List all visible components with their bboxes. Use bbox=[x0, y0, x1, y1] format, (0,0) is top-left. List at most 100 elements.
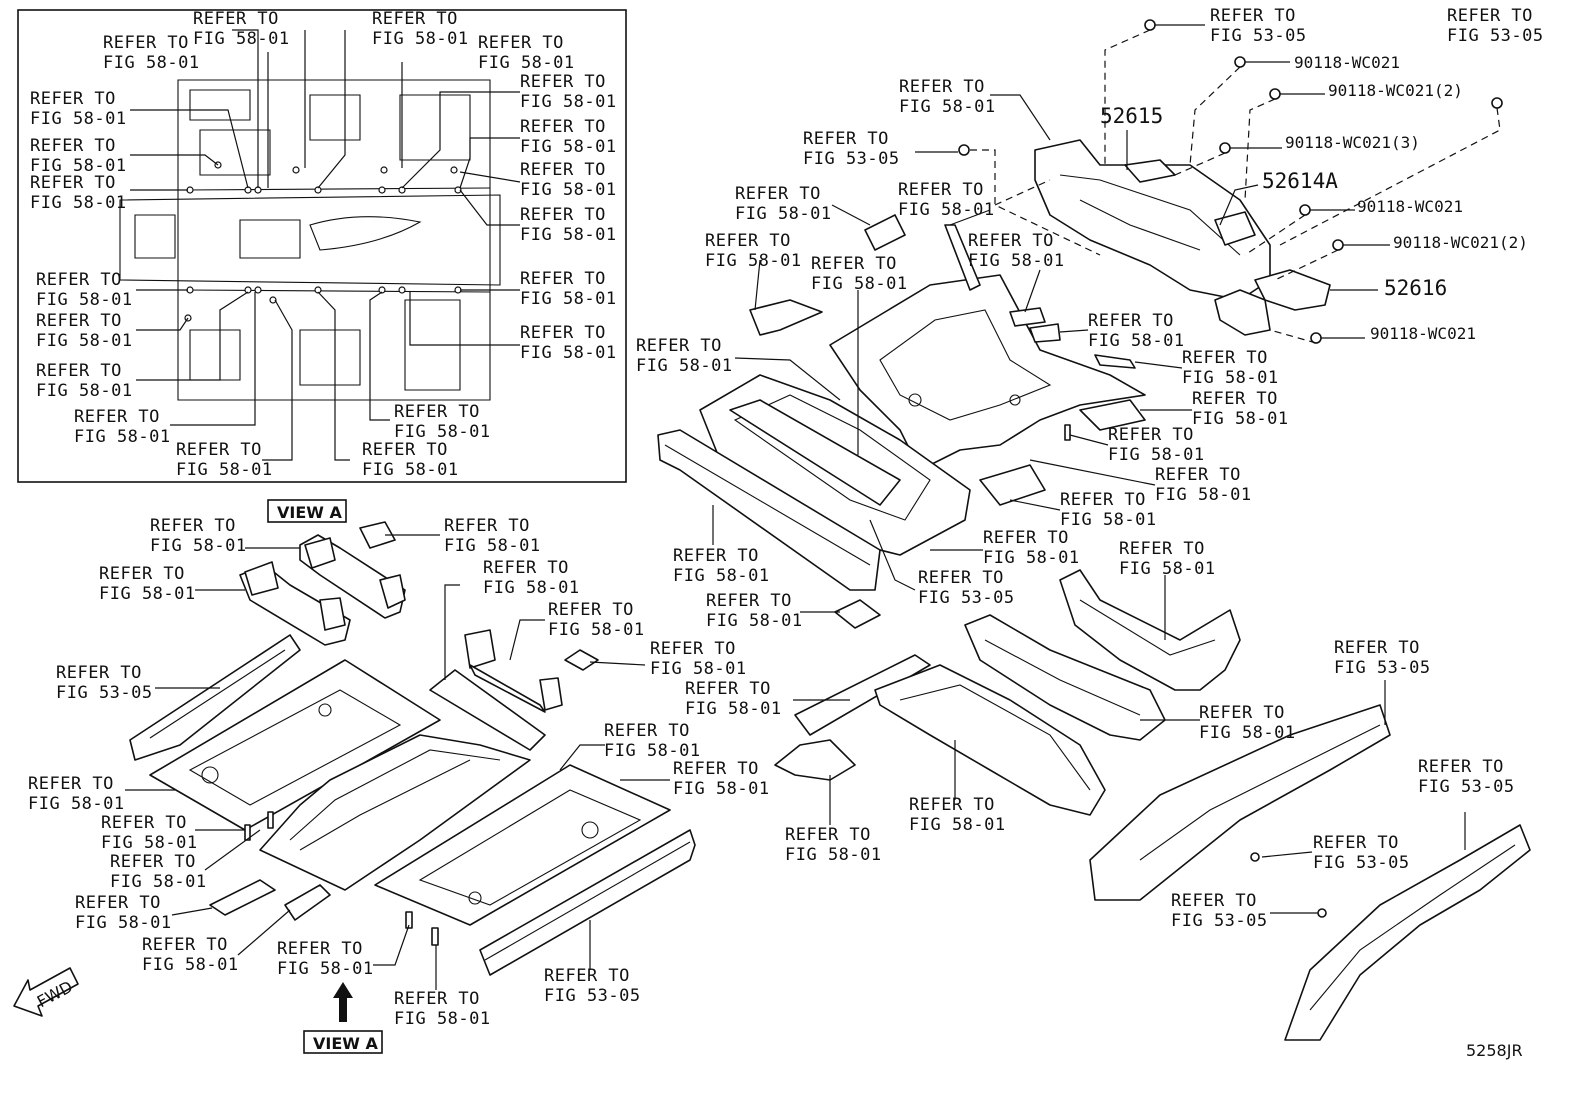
svg-text:REFER TO: REFER TO bbox=[1060, 490, 1146, 510]
svg-text:FIG 58-01: FIG 58-01 bbox=[520, 343, 617, 363]
inset-points bbox=[184, 161, 462, 322]
svg-text:REFER TO: REFER TO bbox=[176, 440, 262, 460]
svg-text:FIG 58-01: FIG 58-01 bbox=[36, 290, 133, 310]
svg-text:FIG 58-01: FIG 58-01 bbox=[110, 872, 207, 892]
svg-text:FIG 58-01: FIG 58-01 bbox=[1088, 331, 1185, 351]
bolt-part-number: 90118-WC021(2) bbox=[1328, 81, 1463, 100]
svg-text:REFER TO: REFER TO bbox=[604, 721, 690, 741]
svg-text:FIG 58-01: FIG 58-01 bbox=[673, 566, 770, 586]
svg-text:FIG 53-05: FIG 53-05 bbox=[1447, 26, 1544, 46]
view-a-top-tag: VIEW A bbox=[267, 499, 347, 523]
svg-text:FIG 58-01: FIG 58-01 bbox=[785, 845, 882, 865]
svg-text:REFER TO: REFER TO bbox=[142, 935, 228, 955]
svg-text:REFER TO: REFER TO bbox=[36, 270, 122, 290]
svg-text:REFER TO: REFER TO bbox=[520, 269, 606, 289]
svg-text:REFER TO: REFER TO bbox=[478, 33, 564, 53]
svg-text:REFER TO: REFER TO bbox=[1418, 757, 1504, 777]
svg-text:REFER TO: REFER TO bbox=[1182, 348, 1268, 368]
svg-text:REFER TO: REFER TO bbox=[30, 136, 116, 156]
svg-text:REFER TO: REFER TO bbox=[30, 173, 116, 193]
svg-text:FIG 58-01: FIG 58-01 bbox=[685, 699, 782, 719]
svg-text:REFER TO: REFER TO bbox=[103, 33, 189, 53]
svg-text:REFER TO: REFER TO bbox=[548, 600, 634, 620]
svg-text:REFER TO: REFER TO bbox=[394, 989, 480, 1009]
svg-text:REFER TO: REFER TO bbox=[30, 89, 116, 109]
svg-text:FIG 58-01: FIG 58-01 bbox=[968, 251, 1065, 271]
svg-text:REFER TO: REFER TO bbox=[968, 231, 1054, 251]
svg-text:REFER TO: REFER TO bbox=[483, 558, 569, 578]
svg-text:FIG 58-01: FIG 58-01 bbox=[811, 274, 908, 294]
svg-text:REFER TO: REFER TO bbox=[520, 205, 606, 225]
svg-text:REFER TO: REFER TO bbox=[735, 184, 821, 204]
svg-text:FIG 58-01: FIG 58-01 bbox=[898, 200, 995, 220]
svg-text:VIEW A: VIEW A bbox=[313, 1034, 378, 1053]
svg-text:FIG 58-01: FIG 58-01 bbox=[1199, 723, 1296, 743]
rear-frame-parts bbox=[958, 19, 1503, 344]
svg-text:FIG 58-01: FIG 58-01 bbox=[1119, 559, 1216, 579]
center-floor-parts bbox=[657, 214, 1146, 629]
svg-text:REFER TO: REFER TO bbox=[544, 966, 630, 986]
svg-text:VIEW A: VIEW A bbox=[277, 503, 342, 522]
svg-text:FIG 58-01: FIG 58-01 bbox=[142, 955, 239, 975]
svg-text:FIG 58-01: FIG 58-01 bbox=[478, 53, 575, 73]
svg-text:FIG 58-01: FIG 58-01 bbox=[548, 620, 645, 640]
svg-text:REFER TO: REFER TO bbox=[811, 254, 897, 274]
svg-text:FIG 58-01: FIG 58-01 bbox=[30, 109, 127, 129]
svg-text:FIG 58-01: FIG 58-01 bbox=[28, 794, 125, 814]
svg-text:REFER TO: REFER TO bbox=[673, 546, 759, 566]
svg-text:REFER TO: REFER TO bbox=[803, 129, 889, 149]
lower-left-parts bbox=[129, 521, 696, 976]
svg-text:FIG 58-01: FIG 58-01 bbox=[362, 460, 459, 480]
fwd-arrow-icon: FWD bbox=[13, 967, 79, 1017]
svg-text:REFER TO: REFER TO bbox=[1155, 465, 1241, 485]
svg-text:FIG 58-01: FIG 58-01 bbox=[909, 815, 1006, 835]
svg-text:FIG 58-01: FIG 58-01 bbox=[705, 251, 802, 271]
svg-text:REFER TO: REFER TO bbox=[75, 893, 161, 913]
svg-text:FIG 58-01: FIG 58-01 bbox=[706, 611, 803, 631]
svg-text:FIG 58-01: FIG 58-01 bbox=[520, 289, 617, 309]
svg-text:FIG 58-01: FIG 58-01 bbox=[75, 913, 172, 933]
svg-text:REFER TO: REFER TO bbox=[28, 774, 114, 794]
svg-text:FIG 58-01: FIG 58-01 bbox=[673, 779, 770, 799]
svg-text:REFER TO: REFER TO bbox=[444, 516, 530, 536]
svg-text:REFER TO: REFER TO bbox=[673, 759, 759, 779]
svg-text:FIG 53-05: FIG 53-05 bbox=[1210, 26, 1307, 46]
svg-text:REFER TO: REFER TO bbox=[101, 813, 187, 833]
svg-text:FIG 58-01: FIG 58-01 bbox=[394, 1009, 491, 1029]
svg-text:REFER TO: REFER TO bbox=[520, 160, 606, 180]
svg-text:REFER TO: REFER TO bbox=[1171, 891, 1257, 911]
part-number-52615: 52615 bbox=[1100, 104, 1163, 128]
center-leaders bbox=[712, 94, 1192, 613]
svg-text:REFER TO: REFER TO bbox=[898, 180, 984, 200]
svg-text:FIG 58-01: FIG 58-01 bbox=[1108, 445, 1205, 465]
